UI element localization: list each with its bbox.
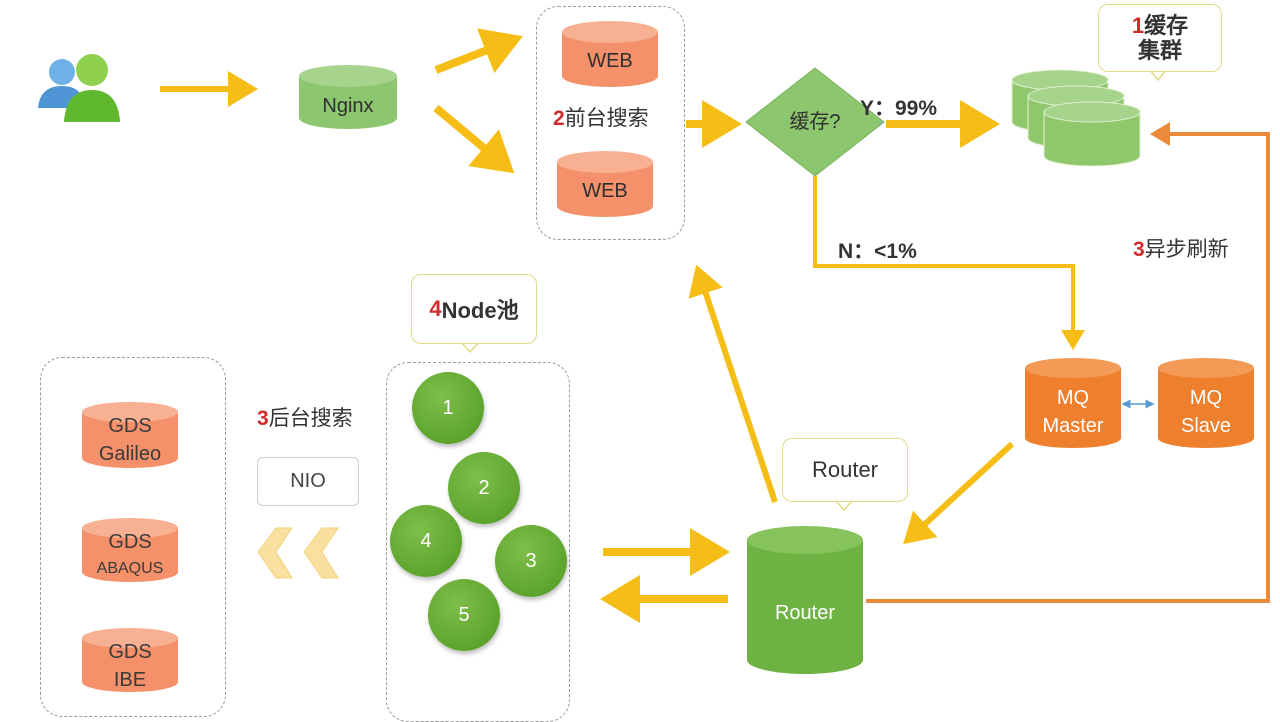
no-ratio-label: N：<1% xyxy=(838,240,917,263)
gds-box xyxy=(40,357,226,717)
yes-ratio-label: Y：99% xyxy=(860,97,938,120)
gds-ibe-label-line1: GDS xyxy=(108,641,152,663)
front-search-num: 2 xyxy=(553,107,565,130)
nio-box: NIO xyxy=(257,457,359,506)
cache-cluster-line2: 集群 xyxy=(1137,38,1182,63)
chevron-left-icon xyxy=(257,527,339,579)
node-pool-text: Node池 xyxy=(441,298,519,323)
cache-cluster-line1: 缓存 xyxy=(1144,12,1189,38)
front-search-label: 2前台搜索 xyxy=(553,102,649,132)
web1-cylinder xyxy=(562,21,658,87)
backend-search-text: 后台搜索 xyxy=(268,407,353,430)
pool-node-5: 5 xyxy=(428,579,500,651)
node-pool-num: 4 xyxy=(429,296,442,321)
cache-cluster-cylinders xyxy=(1011,69,1141,167)
mq-slave-cylinder xyxy=(1158,358,1254,448)
mq-master-cylinder xyxy=(1025,358,1121,448)
mq-master-label-line2: Master xyxy=(1042,415,1104,437)
async-refresh-label: 3异步刷新 xyxy=(1133,233,1229,263)
cache-decision-diamond xyxy=(745,67,885,177)
gds-abaqus-cylinder xyxy=(82,518,178,582)
decision-label: 缓存? xyxy=(789,111,841,133)
arrow-router-to-web xyxy=(688,264,778,503)
nginx-label: Nginx xyxy=(322,95,374,117)
pool-node-3: 3 xyxy=(495,525,567,597)
async-refresh-text: 异步刷新 xyxy=(1144,238,1229,261)
backend-search-num: 3 xyxy=(257,407,269,430)
pool-node-1: 1 xyxy=(412,372,484,444)
gds-ibe-label-line2: IBE xyxy=(113,669,147,691)
arrow-router-to-cache xyxy=(866,122,1270,603)
arrow-nginx-to-web1 xyxy=(434,28,523,74)
mq-master-label-line1: MQ xyxy=(1056,387,1090,409)
backend-search-label: 3后台搜索 xyxy=(257,402,353,432)
async-refresh-num: 3 xyxy=(1133,238,1145,261)
gds-abaqus-label-line1: GDS xyxy=(108,531,152,553)
front-search-text: 前台搜索 xyxy=(564,107,649,130)
mq-slave-label-line1: MQ xyxy=(1189,387,1223,409)
arrow-decision-to-mq xyxy=(813,176,1085,350)
arrow-nginx-to-web2 xyxy=(433,104,515,174)
gds-galileo-label-line2: Galileo xyxy=(98,443,162,465)
cache-cluster-num: 1 xyxy=(1131,12,1145,38)
pool-node-4: 4 xyxy=(390,505,462,577)
arrow-mq-to-router xyxy=(903,441,1015,545)
web1-label: WEB xyxy=(587,50,633,72)
nginx-cylinder xyxy=(299,65,397,129)
pool-node-2: 2 xyxy=(448,452,520,524)
gds-abaqus-label-line2: ABAQUS xyxy=(96,560,164,577)
mq-slave-label-line2: Slave xyxy=(1180,415,1232,437)
gds-galileo-cylinder xyxy=(82,402,178,468)
web2-label: WEB xyxy=(582,180,628,202)
gds-galileo-label-line1: GDS xyxy=(108,415,152,437)
web2-cylinder xyxy=(557,151,653,217)
cache-cluster-callout: 1缓存 集群 xyxy=(1098,4,1222,72)
router-cylinder xyxy=(747,526,863,674)
gds-ibe-cylinder xyxy=(82,628,178,692)
router-callout: Router xyxy=(782,438,908,502)
router-cylinder-label: Router xyxy=(774,602,836,624)
web-cluster-box xyxy=(536,6,685,240)
